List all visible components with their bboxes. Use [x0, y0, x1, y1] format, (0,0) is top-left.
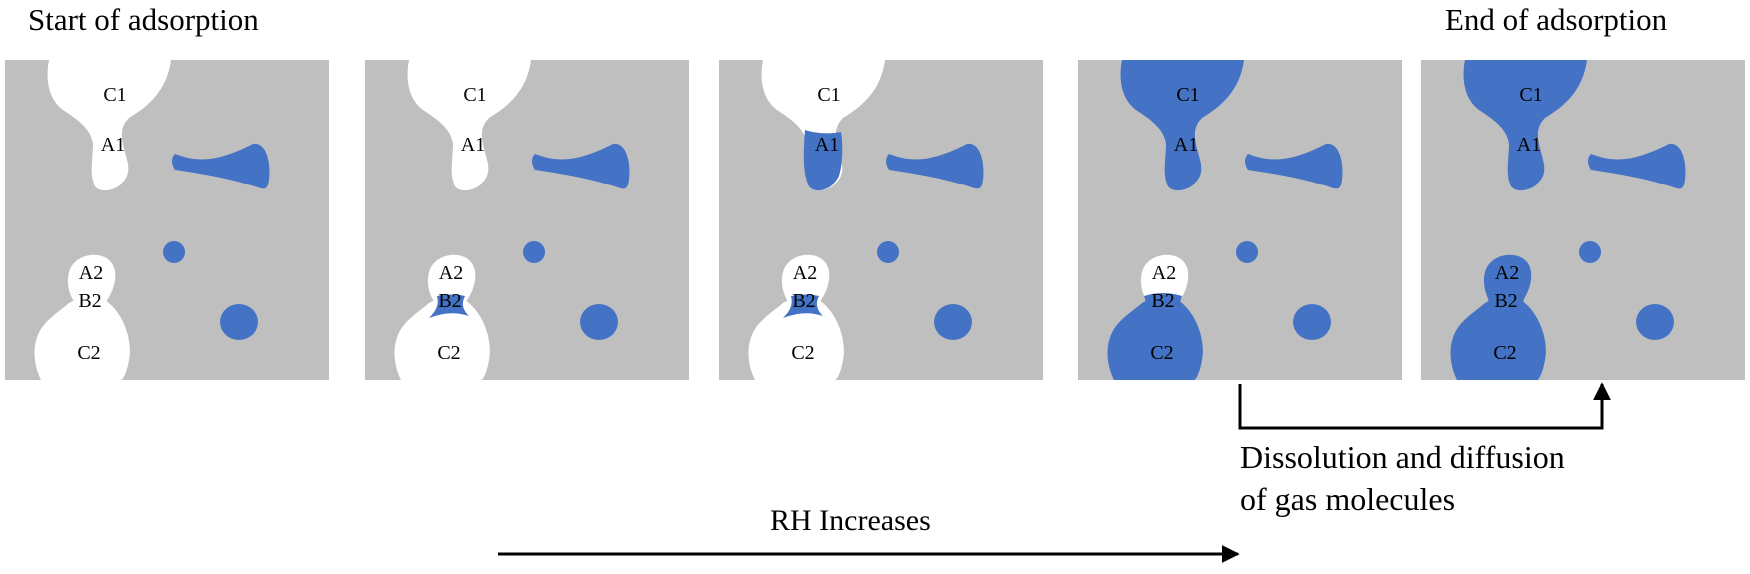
water-cluster-round — [1636, 304, 1674, 340]
label-a1: A1 — [1517, 134, 1541, 156]
label-c2: C2 — [77, 342, 100, 364]
rh-increases-label: RH Increases — [770, 504, 931, 537]
label-a1: A1 — [1174, 134, 1198, 156]
label-a2: A2 — [439, 262, 463, 284]
water-cluster-wedge — [1245, 143, 1343, 189]
end-heading: End of adsorption — [1445, 2, 1668, 37]
pore-a2 — [781, 254, 830, 307]
label-c1: C1 — [463, 84, 486, 106]
pore-a2 — [427, 254, 476, 307]
water-cluster-round — [934, 304, 972, 340]
pore-b2-water — [1485, 293, 1527, 327]
label-b2: B2 — [792, 290, 815, 312]
pore-c1 — [1463, 60, 1587, 191]
label-b2: B2 — [1494, 290, 1517, 312]
water-cluster-wedge — [532, 143, 630, 189]
pore-c1 — [47, 60, 171, 191]
pore-a2 — [1483, 254, 1532, 307]
label-a2: A2 — [1152, 262, 1176, 284]
label-c2: C2 — [437, 342, 460, 364]
label-a1: A1 — [815, 134, 839, 156]
pore-c2 — [34, 297, 130, 380]
pore-a2 — [1140, 254, 1189, 307]
label-b2: B2 — [78, 290, 101, 312]
pore-a1-water — [803, 130, 843, 191]
label-c2: C2 — [1493, 342, 1516, 364]
label-c1: C1 — [1176, 84, 1199, 106]
water-cluster-wedge — [172, 143, 270, 189]
label-a2: A2 — [79, 262, 103, 284]
pore-c2 — [748, 297, 844, 380]
label-b2: B2 — [1151, 290, 1174, 312]
diffusion-label-line2: of gas molecules — [1240, 481, 1456, 517]
water-cluster-small — [1236, 241, 1258, 263]
pore-b2-water — [1142, 293, 1184, 327]
pore-c2 — [394, 297, 490, 380]
water-cluster-wedge — [1588, 143, 1686, 189]
label-c1: C1 — [817, 84, 840, 106]
diffusion-label-line1: Dissolution and diffusion — [1240, 439, 1565, 475]
water-cluster-round — [1293, 304, 1331, 340]
label-c2: C2 — [1150, 342, 1173, 364]
label-a2: A2 — [793, 262, 817, 284]
label-a1: A1 — [101, 134, 125, 156]
label-c1: C1 — [1519, 84, 1542, 106]
label-c2: C2 — [791, 342, 814, 364]
pore-b2-water — [429, 294, 469, 318]
water-cluster-small — [523, 241, 545, 263]
pore-b2-water — [783, 294, 823, 318]
pore-c1 — [761, 60, 885, 191]
water-cluster-small — [877, 241, 899, 263]
label-a2: A2 — [1495, 262, 1519, 284]
label-b2: B2 — [438, 290, 461, 312]
water-cluster-round — [220, 304, 258, 340]
diffusion-arrow — [1238, 382, 1611, 430]
water-cluster-round — [580, 304, 618, 340]
start-heading: Start of adsorption — [28, 2, 259, 37]
water-cluster-wedge — [886, 143, 984, 189]
water-cluster-small — [1579, 241, 1601, 263]
pore-c1 — [1120, 60, 1244, 191]
pore-c1 — [407, 60, 531, 191]
water-cluster-small — [163, 241, 185, 263]
pore-a2 — [67, 254, 116, 307]
label-c1: C1 — [103, 84, 126, 106]
label-a1: A1 — [461, 134, 485, 156]
